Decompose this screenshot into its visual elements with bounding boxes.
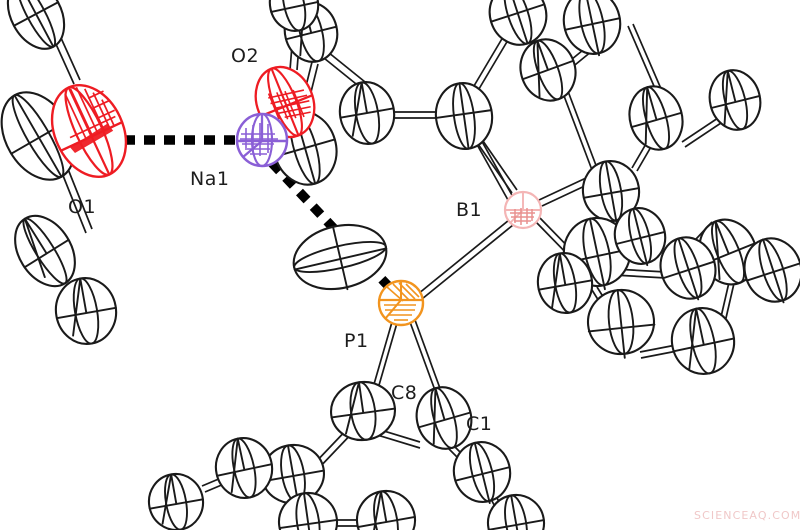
atom-ellipsoid	[434, 82, 494, 150]
atom-ellipsoid	[268, 0, 320, 32]
atom-ellipsoid	[54, 277, 118, 345]
atom-ellipsoid	[277, 491, 339, 530]
atom-ellipsoid	[330, 380, 396, 442]
label-na1: Na1	[190, 168, 229, 190]
label-c1: C1	[466, 413, 492, 435]
atom-ellipsoid	[292, 223, 388, 291]
atom-ellipsoid	[536, 252, 594, 314]
atom-o1	[50, 83, 128, 179]
atom-ellipsoid	[488, 0, 548, 46]
atom-ellipsoid	[415, 386, 473, 450]
atom-ellipsoid	[586, 288, 656, 359]
atom-na1	[235, 112, 289, 168]
label-o2: O2	[231, 45, 259, 67]
label-p1: P1	[344, 330, 369, 352]
atom-ellipsoid	[452, 441, 512, 504]
atom-ellipsoid	[486, 493, 546, 530]
atom-ellipsoid	[628, 85, 684, 151]
atom-ellipsoid	[743, 237, 800, 304]
atom-o2	[254, 65, 316, 139]
atom-ellipsoid	[214, 437, 274, 499]
atom-ellipsoid	[613, 207, 667, 267]
atom-ellipsoid	[708, 69, 762, 131]
atom-b1	[503, 190, 543, 230]
atom-ellipsoid	[581, 160, 641, 224]
atom-ellipsoid	[519, 38, 577, 102]
atom-p1	[377, 279, 425, 327]
heteroatom-ellipsoids	[50, 65, 543, 327]
atom-ellipsoid	[14, 214, 76, 288]
atom-ellipsoid	[670, 307, 736, 375]
atom-ellipsoid	[355, 489, 417, 530]
label-o1: O1	[68, 196, 96, 218]
atom-ellipsoid	[659, 236, 717, 301]
atom-labels: O2 O1 Na1 B1 P1 C8 C1	[68, 45, 492, 435]
atom-ellipsoid	[338, 81, 396, 145]
atom-ellipsoid	[6, 0, 66, 50]
label-b1: B1	[456, 199, 482, 221]
label-c8: C8	[391, 382, 417, 404]
watermark: SCIENCEAQ.COM	[694, 509, 800, 522]
atom-ellipsoid	[562, 0, 622, 57]
